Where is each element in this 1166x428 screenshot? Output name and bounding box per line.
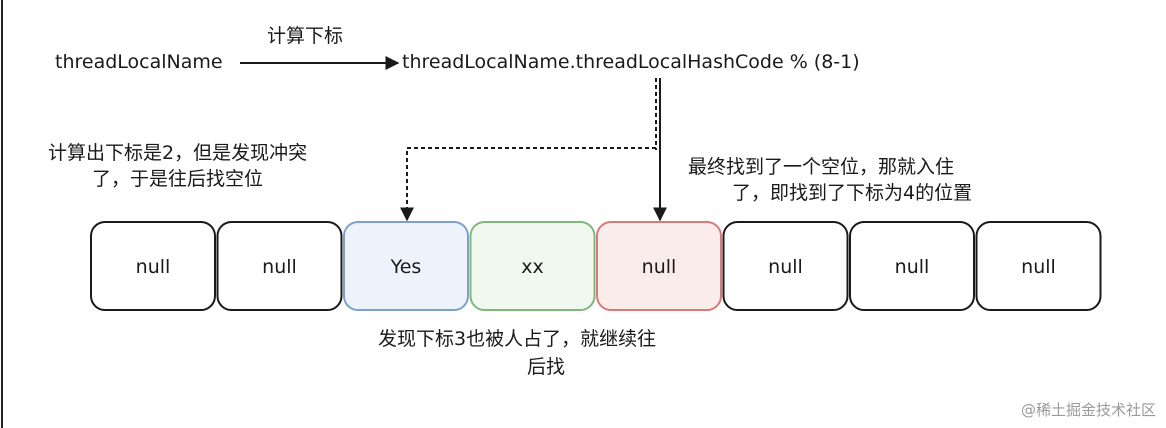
array-cell-2 xyxy=(343,221,469,311)
note-left-line2: 了，于是往后找空位 xyxy=(92,168,264,190)
note-right-line2: 了，即找到了下标为4的位置 xyxy=(732,182,973,204)
array-cells: null null Yes xx null null null null xyxy=(90,221,1102,311)
dashed-arrow-to-index-2 xyxy=(400,147,656,222)
array-cell-5 xyxy=(722,221,849,311)
note-bottom-line1: 发现下标3也被人占了，就继续往 xyxy=(378,328,657,350)
array-cell-1 xyxy=(216,221,343,311)
arrow-label: 计算下标 xyxy=(267,25,344,47)
array-cell-label-2: Yes xyxy=(390,256,422,278)
array-cell-label-0: null xyxy=(136,256,171,278)
array-cell-label-4: null xyxy=(642,256,677,278)
brand-watermark: @稀土掘金技术社区 xyxy=(1020,401,1156,419)
array-cell-7 xyxy=(975,221,1102,311)
note-right-line1: 最终找到了一个空位，那就入住 xyxy=(688,156,955,178)
source-label: threadLocalName xyxy=(55,51,223,73)
note-bottom-line2: 后找 xyxy=(527,356,566,378)
array-cell-label-1: null xyxy=(262,256,297,278)
array-cell-label-3: xx xyxy=(521,256,544,278)
target-expression: threadLocalName.threadLocalHashCode % (8… xyxy=(402,51,860,73)
array-cell-3 xyxy=(469,221,596,311)
array-cell-label-6: null xyxy=(895,256,930,278)
array-cell-6 xyxy=(849,221,975,311)
array-cell-label-5: null xyxy=(768,256,803,278)
array-cell-0 xyxy=(90,221,216,311)
array-cell-label-7: null xyxy=(1021,256,1056,278)
array-cell-4 xyxy=(596,221,722,311)
note-left-line1: 计算出下标是2，但是发现冲突 xyxy=(48,142,308,164)
